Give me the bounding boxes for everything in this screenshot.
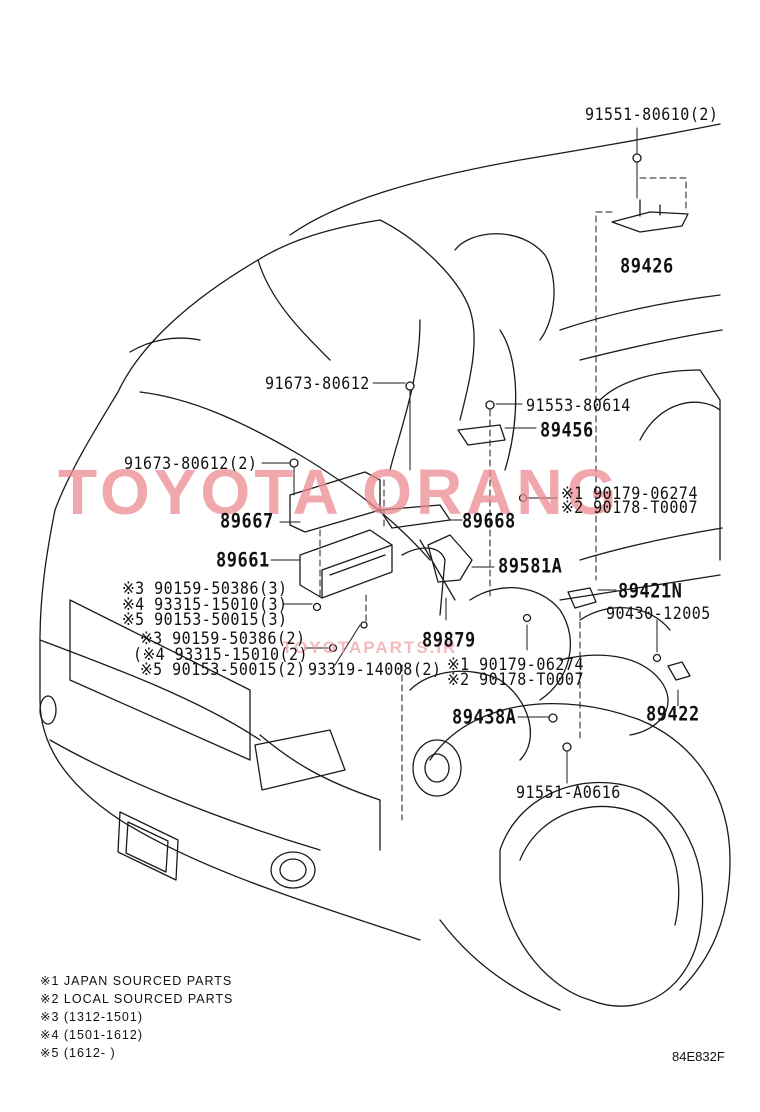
engine-part <box>469 587 572 701</box>
part-label-90178-T0007-a: ※2 90178-T0007 <box>561 497 698 518</box>
part-label-93315-15010-2: (※4 93315-15010(2) <box>133 644 309 665</box>
bracket-89456 <box>457 424 506 446</box>
grille <box>69 599 251 761</box>
windshield-frame <box>379 219 475 421</box>
roof-line <box>289 123 721 236</box>
fog-lamp-left <box>39 695 57 725</box>
part-label-89421N: 89421N <box>618 580 683 603</box>
part-label-91673-80612: 91673-80612 <box>265 373 370 394</box>
door-top <box>559 294 721 331</box>
part-label-89661: 89661 <box>216 549 270 572</box>
part-label-90179-06274-b: ※1 90179-06274 <box>447 654 584 675</box>
fog-lamp-right-inner <box>279 858 307 882</box>
footnote-local-sourced: ※2 LOCAL SOURCED PARTS <box>40 992 234 1006</box>
wheel-arch <box>429 703 731 991</box>
airbag-strip <box>419 539 456 601</box>
rear-seat <box>639 401 721 441</box>
pulley-hub <box>424 753 450 783</box>
bracket-89426 <box>611 211 689 233</box>
door-window <box>599 369 721 561</box>
tire-inner <box>519 805 680 926</box>
footnote-period-3: ※3 (1312-1501) <box>40 1010 144 1024</box>
door-lower <box>559 574 721 601</box>
bumper-crease <box>49 739 321 851</box>
part-label-89456: 89456 <box>540 419 594 442</box>
dashed-lines <box>319 177 687 821</box>
part-label-93319-14008: 93319-14008(2) <box>308 659 442 680</box>
front-left-edge <box>39 509 56 701</box>
bracket-89426-detail <box>639 199 661 217</box>
part-label-90179-06274-a: ※1 90179-06274 <box>561 483 698 504</box>
part-label-90153-50015-2: ※5 90153-50015(2) <box>140 659 306 680</box>
hood-front-edge <box>129 337 201 353</box>
leader-lines <box>261 127 679 784</box>
door-window-top <box>579 329 723 361</box>
seat-back <box>389 319 421 471</box>
bracket-89667 <box>289 471 381 533</box>
roof-edge <box>257 219 381 261</box>
part-label-89879: 89879 <box>422 629 476 652</box>
bracket-89668 <box>379 504 451 529</box>
part-label-91551-A0616: 91551-A0616 <box>516 782 621 803</box>
part-label-89581A: 89581A <box>498 555 563 578</box>
license-plate-inner <box>125 821 169 873</box>
engine-part-2 <box>579 607 671 631</box>
sensor-89421N <box>567 587 597 609</box>
sensor-89422 <box>667 661 691 681</box>
headrest <box>454 233 555 341</box>
headlamp <box>254 729 346 791</box>
hood-outline-left <box>54 259 259 511</box>
license-plate <box>117 811 179 881</box>
part-label-89426: 89426 <box>620 255 674 278</box>
bracket-89879 <box>401 547 446 616</box>
seat-side <box>499 329 517 471</box>
part-label-89422: 89422 <box>646 703 700 726</box>
part-label-91673-80612-2: 91673-80612(2) <box>124 453 258 474</box>
ecu-89661 <box>299 529 393 599</box>
figure-code: 84E832F <box>672 1049 725 1064</box>
tire <box>499 782 704 1007</box>
part-label-89668: 89668 <box>462 510 516 533</box>
bumper-lower <box>39 699 421 941</box>
fog-lamp-right <box>270 851 316 889</box>
bumper-top <box>259 734 381 851</box>
hood-crease <box>139 391 431 561</box>
engine-block-outline <box>409 670 532 761</box>
footnote-period-5: ※5 (1612- ) <box>40 1046 116 1060</box>
footnote-period-4: ※4 (1501-1612) <box>40 1028 144 1042</box>
part-label-90430-12005: 90430-12005 <box>606 603 711 624</box>
part-label-90159-50386-3: ※3 90159-50386(3) <box>122 578 288 599</box>
part-label-90153-50015-3: ※5 90153-50015(3) <box>122 609 288 630</box>
sensor-89581A <box>427 534 473 583</box>
body-lower <box>439 919 561 1011</box>
part-label-91551-80610: 91551-80610(2) <box>585 104 719 125</box>
footnote-japan-sourced: ※1 JAPAN SOURCED PARTS <box>40 974 233 988</box>
door-beltline <box>579 527 723 561</box>
fasteners <box>289 153 662 752</box>
part-label-93315-15010-3: ※4 93315-15010(3) <box>122 594 288 615</box>
part-label-89667: 89667 <box>220 510 274 533</box>
part-label-90178-T0007-b: ※2 90178-T0007 <box>447 669 584 690</box>
pulley <box>412 739 462 797</box>
a-pillar <box>257 259 331 361</box>
part-label-91553-80614: 91553-80614 <box>526 395 631 416</box>
part-label-90159-50386-2: ※3 90159-50386(2) <box>140 628 306 649</box>
engine-part-3 <box>559 654 669 736</box>
ecu-89661-detail <box>321 544 393 599</box>
part-label-89438A: 89438A <box>452 706 517 729</box>
